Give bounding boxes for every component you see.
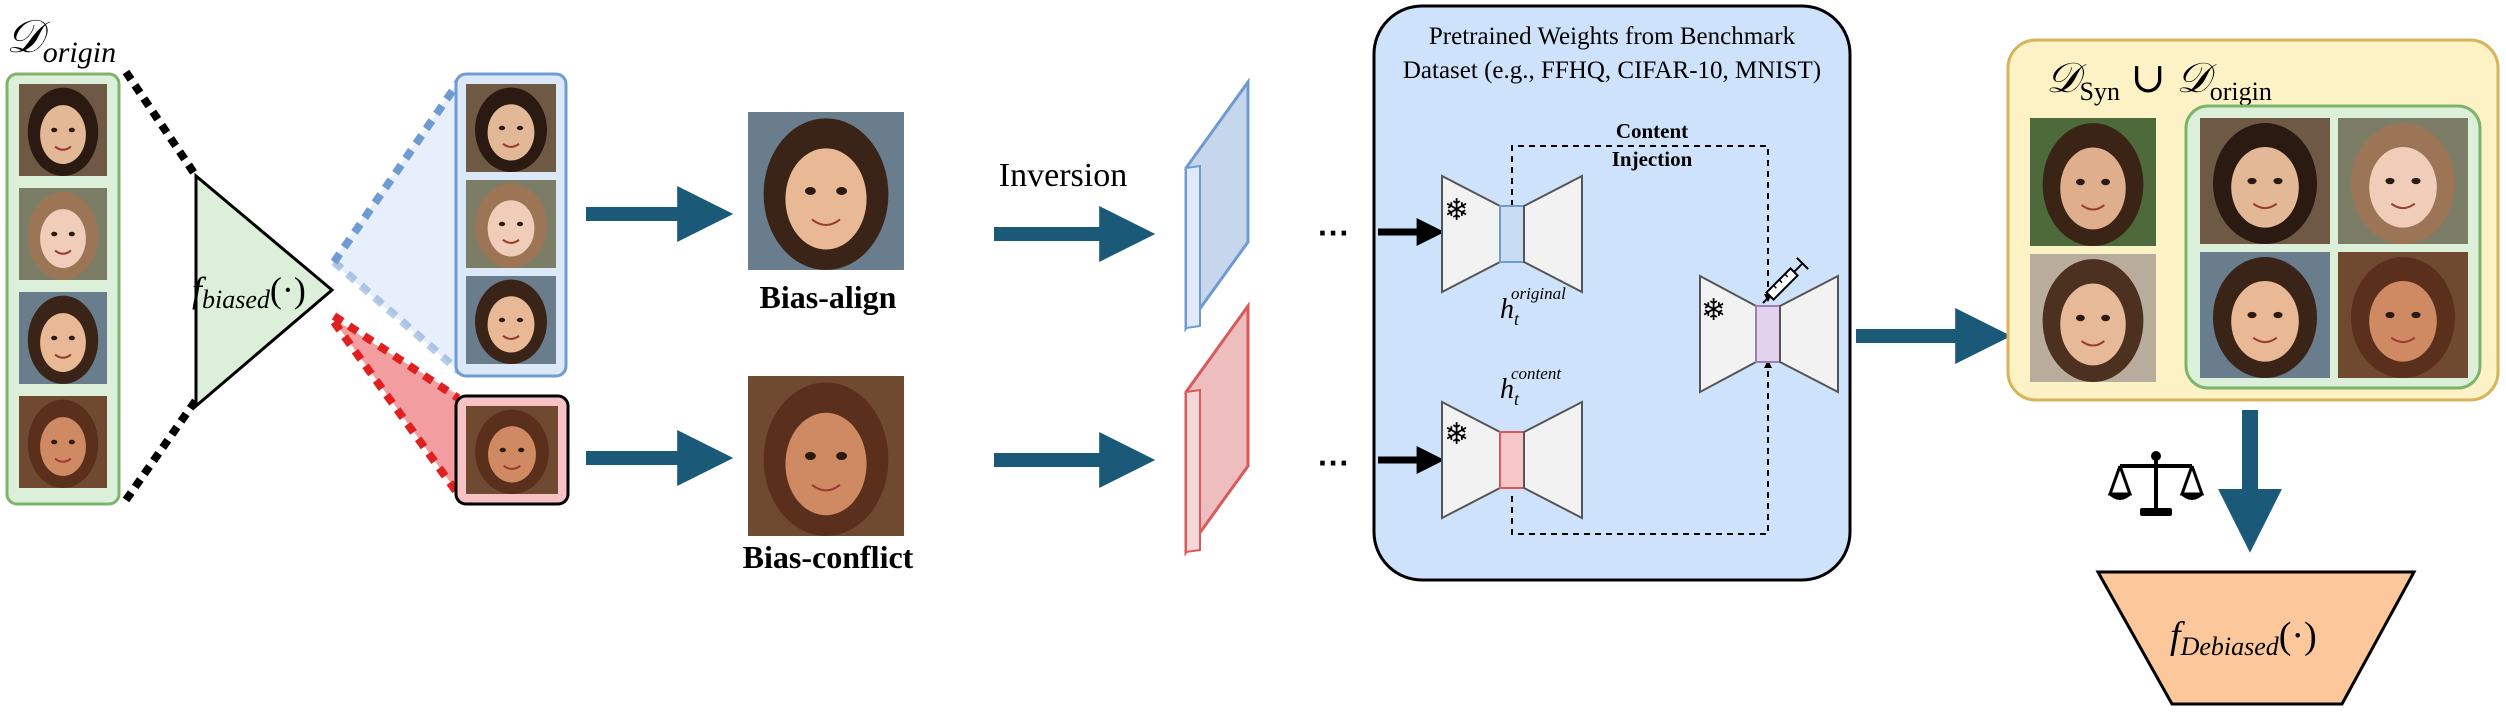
bias-align-label: Bias-align — [760, 279, 897, 315]
debiased-classifier-trapezoid — [2095, 570, 2417, 706]
conflict-face-stack — [466, 406, 558, 495]
biased-classifier-triangle — [194, 172, 335, 410]
pretrained-title-line1: Pretrained Weights from Benchmark — [1429, 23, 1796, 50]
synthetic-face-stack — [2030, 118, 2156, 382]
content-injection-line1: Content — [1616, 119, 1688, 143]
bias-align-face — [748, 112, 904, 270]
bias-conflict-face — [748, 376, 904, 536]
face-thumbnail-asian-girl — [466, 84, 556, 172]
injected-bottleneck — [1755, 305, 1781, 363]
conflict-fan-top — [331, 312, 461, 402]
origin-dataset: 𝒟origin — [5, 11, 121, 506]
face-thumbnail-woman-sunglasses — [19, 396, 107, 488]
debiased-classifier: fDebiased(·) — [2095, 570, 2417, 706]
align-fan — [332, 76, 462, 374]
align-face-stack — [466, 84, 556, 365]
inversion-label: Inversion — [999, 157, 1127, 194]
latent-align-slab — [1184, 77, 1250, 333]
union-panel: 𝒟Syn ∪ 𝒟origin — [2006, 38, 2500, 402]
syringe-icon — [1762, 257, 1809, 304]
latent-conflict-slab — [1184, 301, 1250, 557]
h-original-label: htoriginal — [1500, 284, 1566, 329]
content-injection-line2: Injection — [1612, 147, 1693, 171]
conflict-fan — [332, 318, 460, 496]
origin-bottom-connector — [122, 397, 200, 503]
face-thumbnail-blonde-girl — [2338, 118, 2468, 244]
original-autoencoder: ❄ — [1378, 174, 1583, 294]
face-thumbnail-smiling-girl — [466, 276, 556, 365]
content-injection-path-top — [1511, 145, 1772, 302]
face-thumbnail-smiling-girl — [2200, 252, 2330, 378]
face-thumbnail-woman-sunglasses — [466, 406, 558, 495]
snowflake-icon: ❄ — [1444, 194, 1469, 227]
face-thumbnail-asian-girl — [2200, 118, 2330, 244]
content-injection-path-bottom — [1511, 360, 1772, 535]
debiased-classifier-label: fDebiased(·) — [2170, 615, 2317, 661]
face-thumbnail-smiling-girl — [19, 292, 107, 384]
snowflake-icon: ❄ — [1701, 294, 1726, 327]
face-thumbnail-blonde-girl — [466, 180, 556, 268]
face-thumbnail-syn-brunette — [2030, 118, 2156, 246]
snowflake-icon: ❄ — [1444, 418, 1469, 451]
face-thumbnail-woman-sunglasses — [2338, 252, 2468, 378]
origin-face-stack — [19, 84, 107, 488]
face-thumbnail-smiling-girl — [748, 112, 904, 270]
face-thumbnail-woman-sunglasses — [748, 376, 904, 536]
origin-label: 𝒟origin — [6, 11, 116, 69]
original-bottleneck — [1499, 205, 1525, 263]
injected-autoencoder: ❄ — [1699, 257, 1839, 394]
biased-classifier-label: fbiased(·) — [192, 270, 306, 314]
face-thumbnail-asian-girl — [19, 84, 107, 176]
biased-classifier: fbiased(·) — [192, 172, 335, 410]
union-label: 𝒟Syn ∪ 𝒟origin — [2046, 56, 2272, 106]
h-content-label: htcontent — [1500, 364, 1562, 409]
face-thumbnail-blonde-girl — [19, 188, 107, 280]
content-autoencoder: ❄ — [1378, 400, 1583, 520]
content-bottleneck — [1499, 431, 1525, 489]
balance-scale-icon — [2107, 451, 2205, 516]
union-origin-face-grid — [2200, 118, 2468, 378]
align-fan-bottom — [331, 258, 463, 376]
bias-conflict-label: Bias-conflict — [743, 539, 914, 575]
pretrained-panel: Pretrained Weights from Benchmark Datase… — [1372, 4, 1852, 582]
ellipsis-bottom: ··· — [1318, 445, 1350, 481]
face-thumbnail-syn-smiling-brunette — [2030, 254, 2156, 382]
pretrained-title-line2: Dataset (e.g., FFHQ, CIFAR-10, MNIST) — [1403, 57, 1821, 84]
align-fan-top — [330, 77, 464, 265]
ellipsis-top: ··· — [1318, 215, 1350, 251]
origin-top-connector — [122, 69, 200, 179]
